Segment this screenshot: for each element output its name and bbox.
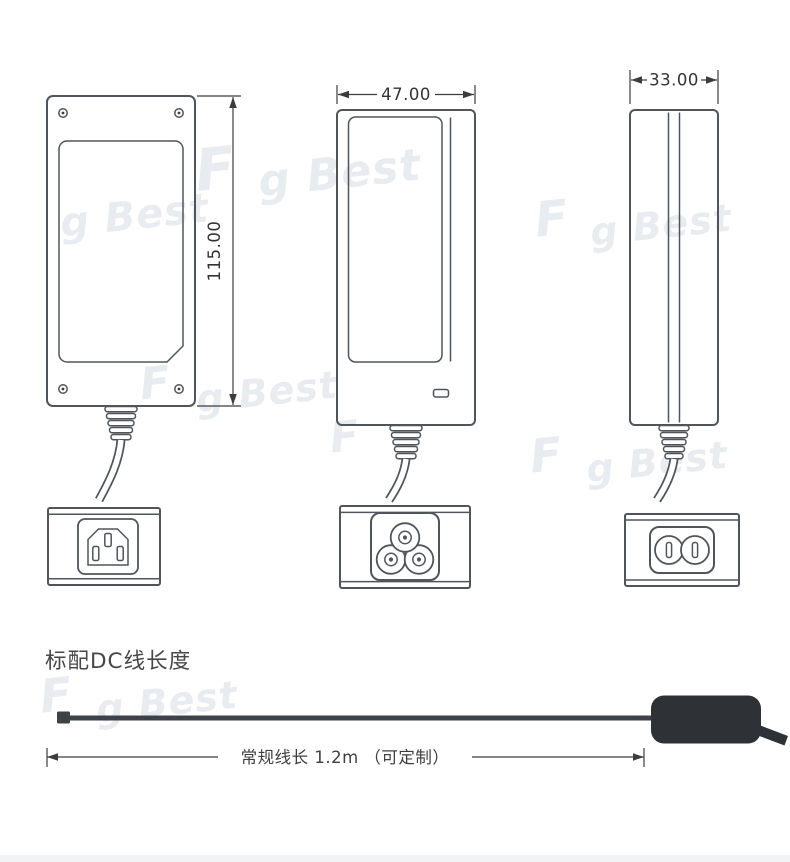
inlet-c8-view [624, 513, 740, 587]
c14-ground-pin [104, 532, 112, 548]
dc-cable-section: 标配DC线长度 常规线长 1.2m （可定制） [45, 649, 788, 769]
width-dimension-label: 47.00 [381, 85, 431, 104]
depth-dimension-label: 33.00 [649, 70, 699, 89]
screw-icon [58, 108, 184, 394]
inlet-c6-view [339, 505, 471, 589]
side-view: 47.00 [336, 85, 476, 503]
side-seam [347, 116, 443, 363]
strain-relief [104, 405, 138, 441]
cable-length-label: 常规线长 1.2m （可定制） [241, 748, 450, 767]
dc-cable-heading: 标配DC线长度 [45, 649, 191, 674]
height-dimension-label: 115.00 [205, 221, 224, 282]
power-cable [385, 458, 411, 503]
inlet-c14-view [47, 507, 161, 586]
c8-pin [691, 541, 699, 559]
edge-view: 33.00 [629, 70, 719, 503]
height-dimension: 115.00 [197, 95, 241, 407]
front-label-panel [58, 140, 184, 363]
front-view: 115.00 [46, 95, 241, 503]
c8-pin [665, 541, 673, 559]
dc-cable-line [69, 715, 653, 721]
strain-relief [389, 424, 423, 460]
dc-plug-body [651, 695, 761, 744]
c14-pin [116, 545, 124, 562]
led-indicator [432, 388, 450, 398]
c6-cloverleaf [375, 522, 435, 575]
edge-view-outline [629, 109, 719, 426]
side-view-outline [336, 109, 476, 426]
width-dimension: 47.00 [336, 85, 476, 104]
page-edge-strip [0, 855, 790, 862]
power-cable [95, 439, 126, 503]
power-cable [653, 458, 679, 503]
c8-figure8 [654, 535, 710, 565]
front-view-outline [46, 95, 196, 407]
cable-length-dimension: 常规线长 1.2m （可定制） [46, 745, 645, 769]
cable-end-connector [57, 711, 70, 724]
strain-relief [658, 424, 690, 460]
depth-dimension: 33.00 [629, 70, 719, 104]
c14-pin [92, 545, 100, 562]
c14-recess [87, 528, 129, 566]
dc-plug-pin [755, 725, 788, 746]
